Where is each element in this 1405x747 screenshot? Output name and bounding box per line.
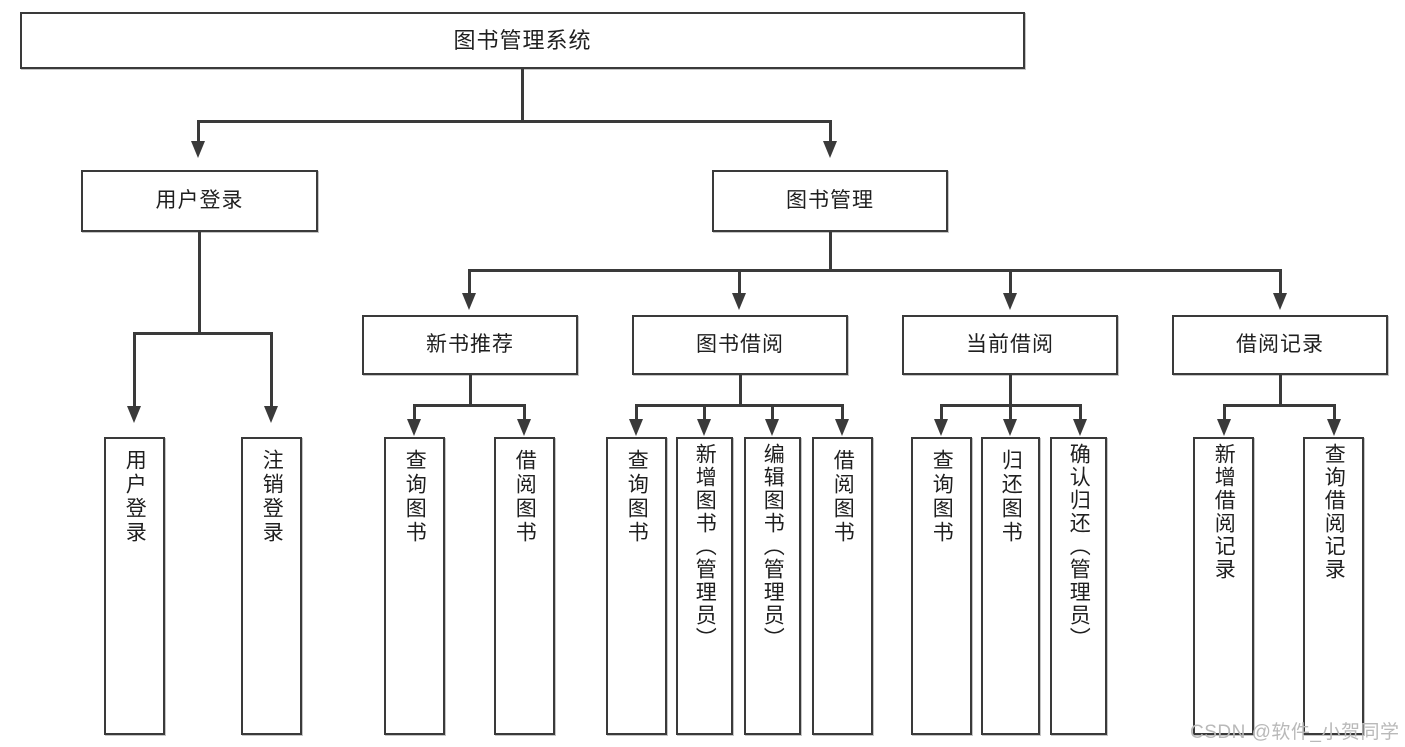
connector-new-book-child-1 (413, 404, 416, 422)
arrowhead-user-login (191, 141, 205, 158)
node-label: 查询图书 (625, 449, 649, 545)
node-label: 借阅记录 (1236, 332, 1324, 356)
arrowhead-nb-query-book (407, 419, 421, 436)
leaf-logout[interactable]: 注销登录 (241, 437, 302, 735)
connector-current-borrow-child-1 (940, 404, 943, 422)
arrowhead-br-add-record (1217, 419, 1231, 436)
connector-user-login-child-1 (133, 332, 136, 408)
connector-root-stem (521, 69, 524, 121)
leaf-bb-edit-book[interactable]: 编辑图书（管理员） (744, 437, 801, 735)
connector-book-mgmt-child-4 (1279, 269, 1282, 296)
node-label: 查询借阅记录 (1322, 443, 1346, 581)
node-label: 新增借阅记录 (1212, 443, 1236, 581)
node-label: 借阅图书 (513, 449, 537, 545)
connector-borrow-record-child-2 (1333, 404, 1336, 422)
connector-book-borrow-child-1 (635, 404, 638, 422)
arrowhead-leaf-user-login (127, 406, 141, 423)
node-current-borrow[interactable]: 当前借阅 (902, 315, 1118, 375)
leaf-br-query-record[interactable]: 查询借阅记录 (1303, 437, 1364, 735)
node-label: 编辑图书（管理员） (761, 443, 785, 650)
node-label: 查询图书 (930, 449, 954, 545)
connector-user-login-bus (134, 332, 272, 335)
connector-book-mgmt-child-1 (468, 269, 471, 296)
node-borrow-record[interactable]: 借阅记录 (1172, 315, 1388, 375)
node-book-management[interactable]: 图书管理 (712, 170, 948, 232)
arrowhead-current-borrow (1003, 293, 1017, 310)
connector-user-login-stem (198, 232, 201, 334)
connector-book-mgmt-bus (469, 269, 1281, 272)
connector-book-mgmt-stem (829, 232, 832, 270)
connector-new-book-bus (414, 404, 524, 407)
leaf-cb-confirm-return[interactable]: 确认归还（管理员） (1050, 437, 1107, 735)
arrowhead-book-mgmt (823, 141, 837, 158)
arrowhead-bb-borrow-book (835, 419, 849, 436)
leaf-user-login[interactable]: 用户登录 (104, 437, 165, 735)
arrowhead-new-book-recommend (462, 293, 476, 310)
connector-current-borrow-child-3 (1079, 404, 1082, 422)
node-label: 图书管理 (786, 188, 874, 212)
arrowhead-br-query-record (1327, 419, 1341, 436)
connector-borrow-record-child-1 (1223, 404, 1226, 422)
connector-new-book-stem (469, 375, 472, 406)
node-book-borrow[interactable]: 图书借阅 (632, 315, 848, 375)
arrowhead-book-borrow (732, 293, 746, 310)
connector-book-mgmt-child-2 (738, 269, 741, 296)
leaf-cb-return-book[interactable]: 归还图书 (981, 437, 1040, 735)
leaf-cb-query-book[interactable]: 查询图书 (911, 437, 972, 735)
arrowhead-bb-edit-book (765, 419, 779, 436)
connector-root-to-book-mgmt (829, 120, 832, 144)
arrowhead-bb-query-book (629, 419, 643, 436)
arrowhead-cb-return-book (1003, 419, 1017, 436)
arrowhead-cb-confirm-return (1073, 419, 1087, 436)
connector-book-borrow-child-3 (771, 404, 774, 422)
node-label: 当前借阅 (966, 332, 1054, 356)
connector-book-borrow-bus (636, 404, 843, 407)
node-label: 用户登录 (155, 188, 244, 212)
connector-borrow-record-stem (1279, 375, 1282, 406)
connector-book-borrow-stem (739, 375, 742, 406)
connector-new-book-child-2 (523, 404, 526, 422)
node-label: 新书推荐 (426, 332, 514, 356)
leaf-bb-add-book[interactable]: 新增图书（管理员） (676, 437, 733, 735)
leaf-br-add-record[interactable]: 新增借阅记录 (1193, 437, 1254, 735)
arrowhead-cb-query-book (934, 419, 948, 436)
connector-current-borrow-stem (1009, 375, 1012, 406)
node-label: 注销登录 (260, 449, 284, 545)
leaf-bb-query-book[interactable]: 查询图书 (606, 437, 667, 735)
connector-book-mgmt-child-3 (1009, 269, 1012, 296)
node-label: 借阅图书 (831, 449, 855, 545)
connector-book-borrow-child-2 (703, 404, 706, 422)
leaf-nb-query-book[interactable]: 查询图书 (384, 437, 445, 735)
connector-root-to-user-login (197, 120, 200, 144)
connector-borrow-record-bus (1224, 404, 1334, 407)
connector-user-login-child-2 (270, 332, 273, 408)
arrowhead-borrow-record (1273, 293, 1287, 310)
node-label: 归还图书 (999, 449, 1023, 545)
arrowhead-leaf-logout (264, 406, 278, 423)
connector-book-borrow-child-4 (841, 404, 844, 422)
arrowhead-bb-add-book (697, 419, 711, 436)
node-new-book-recommend[interactable]: 新书推荐 (362, 315, 578, 375)
leaf-bb-borrow-book[interactable]: 借阅图书 (812, 437, 873, 735)
connector-current-borrow-child-2 (1009, 404, 1012, 422)
node-user-login[interactable]: 用户登录 (81, 170, 318, 232)
csdn-watermark: CSDN @软件_小贺同学 (1190, 722, 1400, 743)
node-label: 图书借阅 (696, 332, 784, 356)
node-root-system[interactable]: 图书管理系统 (20, 12, 1025, 69)
arrowhead-nb-borrow-book (517, 419, 531, 436)
node-label: 新增图书（管理员） (693, 443, 717, 650)
connector-root-bus (198, 120, 832, 123)
node-label: 确认归还（管理员） (1067, 443, 1091, 650)
node-label: 图书管理系统 (453, 27, 592, 53)
node-label: 用户登录 (123, 449, 147, 545)
leaf-nb-borrow-book[interactable]: 借阅图书 (494, 437, 555, 735)
node-label: 查询图书 (403, 449, 427, 545)
